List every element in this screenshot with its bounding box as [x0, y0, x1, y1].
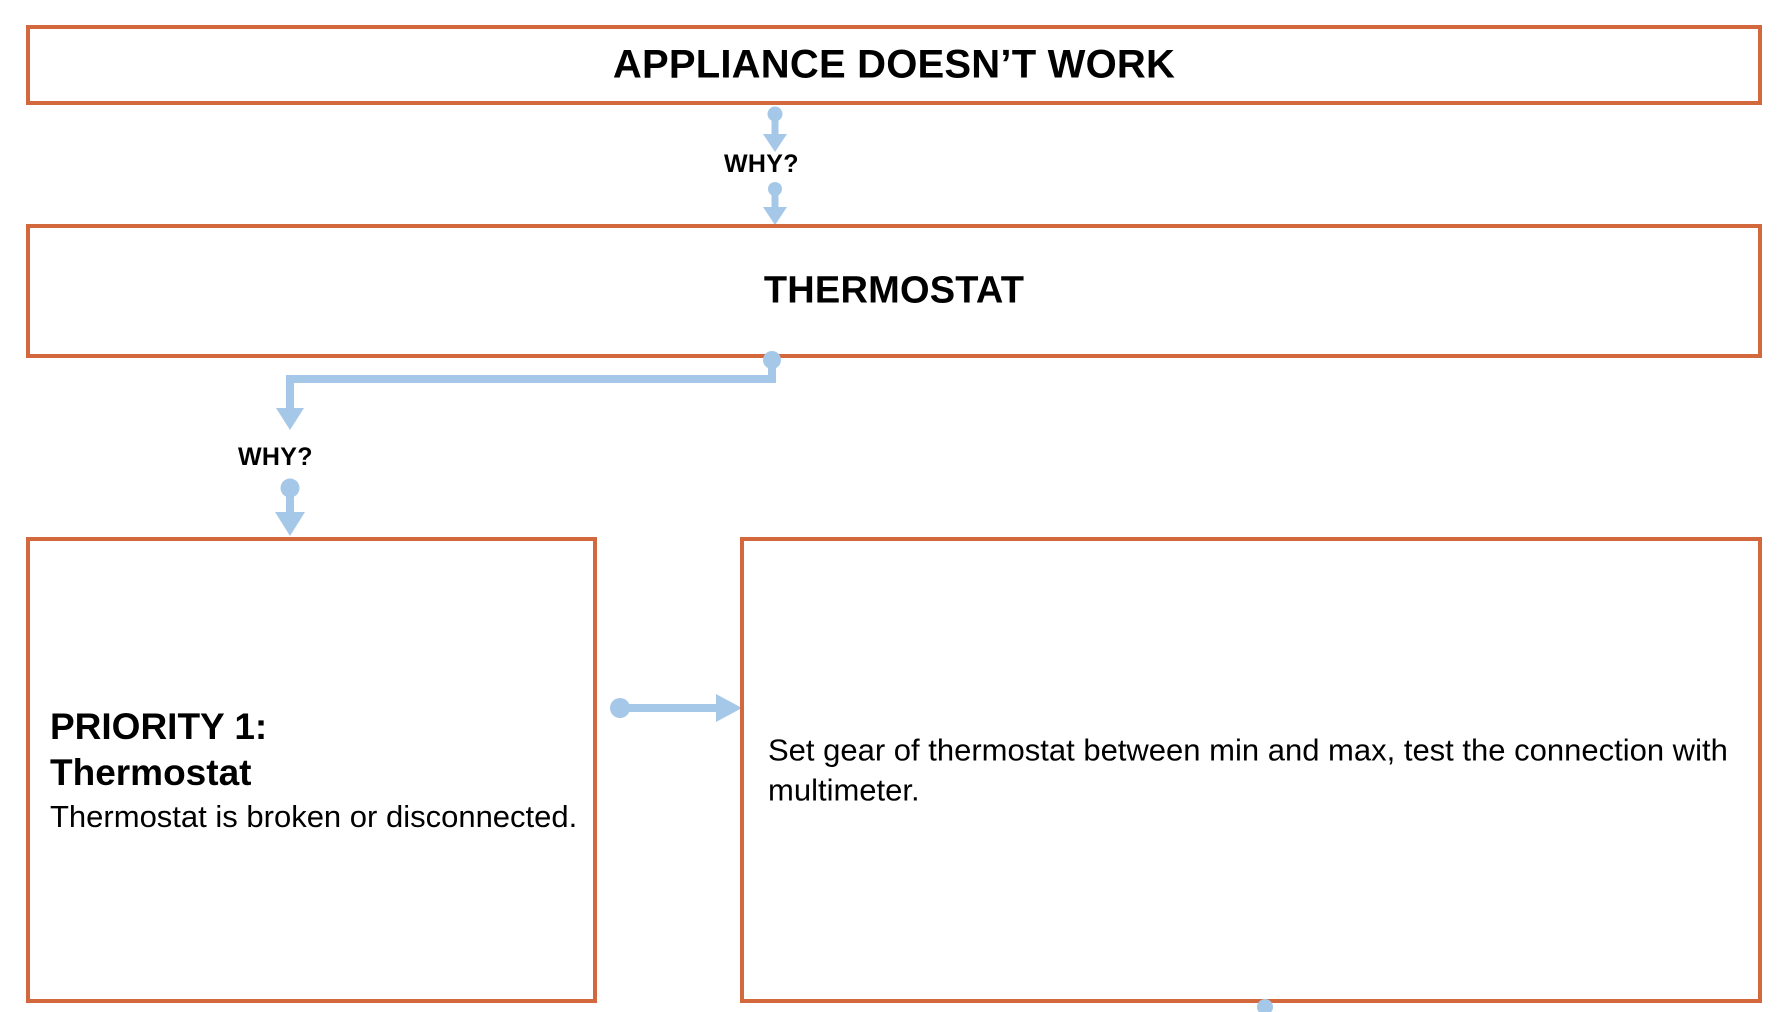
- arrow-down-icon-why-to-cause: [275, 478, 305, 536]
- node-appliance-title: APPLIANCE DOESN’T WORK: [612, 42, 1176, 87]
- node-thermostat-title: THERMOSTAT: [763, 269, 1025, 312]
- root-cause-heading: PRIORITY 1: Thermostat: [50, 705, 268, 793]
- corrective-action-text: Set gear of thermostat between min and m…: [768, 732, 1728, 807]
- arrow-right-icon-cause-to-action: [610, 694, 742, 722]
- node-appliance-problem[interactable]: APPLIANCE DOESN’T WORK: [26, 25, 1762, 105]
- node-thermostat-system[interactable]: THERMOSTAT: [26, 224, 1762, 358]
- arrow-down-icon-why-to-thermostat: [763, 182, 787, 225]
- node-root-cause[interactable]: PRIORITY 1: Thermostat Thermostat is bro…: [26, 537, 597, 1003]
- root-cause-detail: Thermostat is broken or disconnected.: [50, 798, 578, 834]
- why-label-first: WHY?: [724, 150, 799, 178]
- root-cause-body: PRIORITY 1: Thermostat Thermostat is bro…: [50, 704, 579, 836]
- why-label-second: WHY?: [238, 443, 313, 471]
- elbow-arrow-icon-thermostat-to-why: [276, 351, 781, 430]
- arrow-down-icon-problem-to-why: [763, 106, 787, 152]
- node-corrective-action[interactable]: Set gear of thermostat between min and m…: [740, 537, 1762, 1003]
